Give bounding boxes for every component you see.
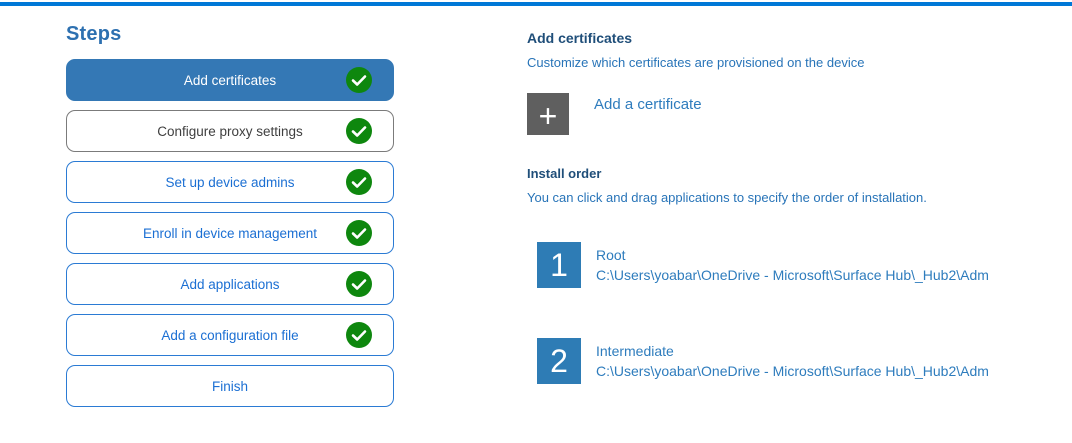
step-add-certificates[interactable]: Add certificates	[66, 59, 394, 101]
certificate-path: C:\Users\yoabar\OneDrive - Microsoft\Sur…	[596, 267, 989, 283]
step-configure-proxy-settings[interactable]: Configure proxy settings	[66, 110, 394, 152]
add-certificate-button[interactable]: +	[527, 93, 569, 135]
step-list: Add certificates Configure proxy setting…	[66, 59, 394, 407]
order-number-badge: 1	[537, 242, 581, 288]
plus-icon: +	[538, 98, 558, 134]
check-circle-icon	[346, 169, 372, 195]
install-order-description: You can click and drag applications to s…	[527, 190, 927, 205]
check-circle-icon	[346, 118, 372, 144]
step-label: Add a configuration file	[161, 327, 299, 343]
content-panel: Add certificates Customize which certifi…	[527, 30, 1072, 384]
step-finish[interactable]: Finish	[66, 365, 394, 407]
section-title: Add certificates	[527, 30, 633, 46]
check-circle-icon	[346, 271, 372, 297]
install-item-text: Intermediate C:\Users\yoabar\OneDrive - …	[596, 343, 989, 379]
check-circle-icon	[346, 322, 372, 348]
steps-panel: Steps Add certificates Configure proxy s…	[66, 23, 394, 407]
add-certificate-label: Add a certificate	[594, 96, 702, 113]
check-circle-icon	[346, 67, 372, 93]
install-order-title: Install order	[527, 166, 602, 181]
step-set-up-device-admins[interactable]: Set up device admins	[66, 161, 394, 203]
steps-panel-title: Steps	[66, 23, 122, 45]
step-label: Enroll in device management	[142, 225, 318, 241]
section-subtitle: Customize which certificates are provisi…	[527, 55, 865, 70]
add-certificate-row: + Add a certificate	[527, 93, 1072, 135]
step-label: Finish	[211, 378, 248, 394]
order-number: 1	[550, 246, 568, 283]
check-circle-icon	[346, 220, 372, 246]
main-layout: Steps Add certificates Configure proxy s…	[0, 6, 1072, 407]
step-label: Add certificates	[183, 72, 277, 88]
top-accent-bar	[0, 2, 1072, 6]
install-item-root[interactable]: 1 Root C:\Users\yoabar\OneDrive - Micros…	[537, 242, 1072, 288]
order-number-badge: 2	[537, 338, 581, 384]
step-label: Set up device admins	[165, 174, 295, 190]
install-order-list: 1 Root C:\Users\yoabar\OneDrive - Micros…	[537, 242, 1072, 384]
order-number: 2	[550, 342, 568, 379]
step-enroll-in-device-management[interactable]: Enroll in device management	[66, 212, 394, 254]
install-item-intermediate[interactable]: 2 Intermediate C:\Users\yoabar\OneDrive …	[537, 338, 1072, 384]
step-add-a-configuration-file[interactable]: Add a configuration file	[66, 314, 394, 356]
install-item-text: Root C:\Users\yoabar\OneDrive - Microsof…	[596, 247, 989, 283]
step-label: Add applications	[180, 276, 280, 292]
certificate-name: Root	[596, 246, 626, 263]
step-add-applications[interactable]: Add applications	[66, 263, 394, 305]
certificate-path: C:\Users\yoabar\OneDrive - Microsoft\Sur…	[596, 363, 989, 379]
certificate-name: Intermediate	[596, 342, 674, 359]
step-label: Configure proxy settings	[157, 123, 303, 139]
